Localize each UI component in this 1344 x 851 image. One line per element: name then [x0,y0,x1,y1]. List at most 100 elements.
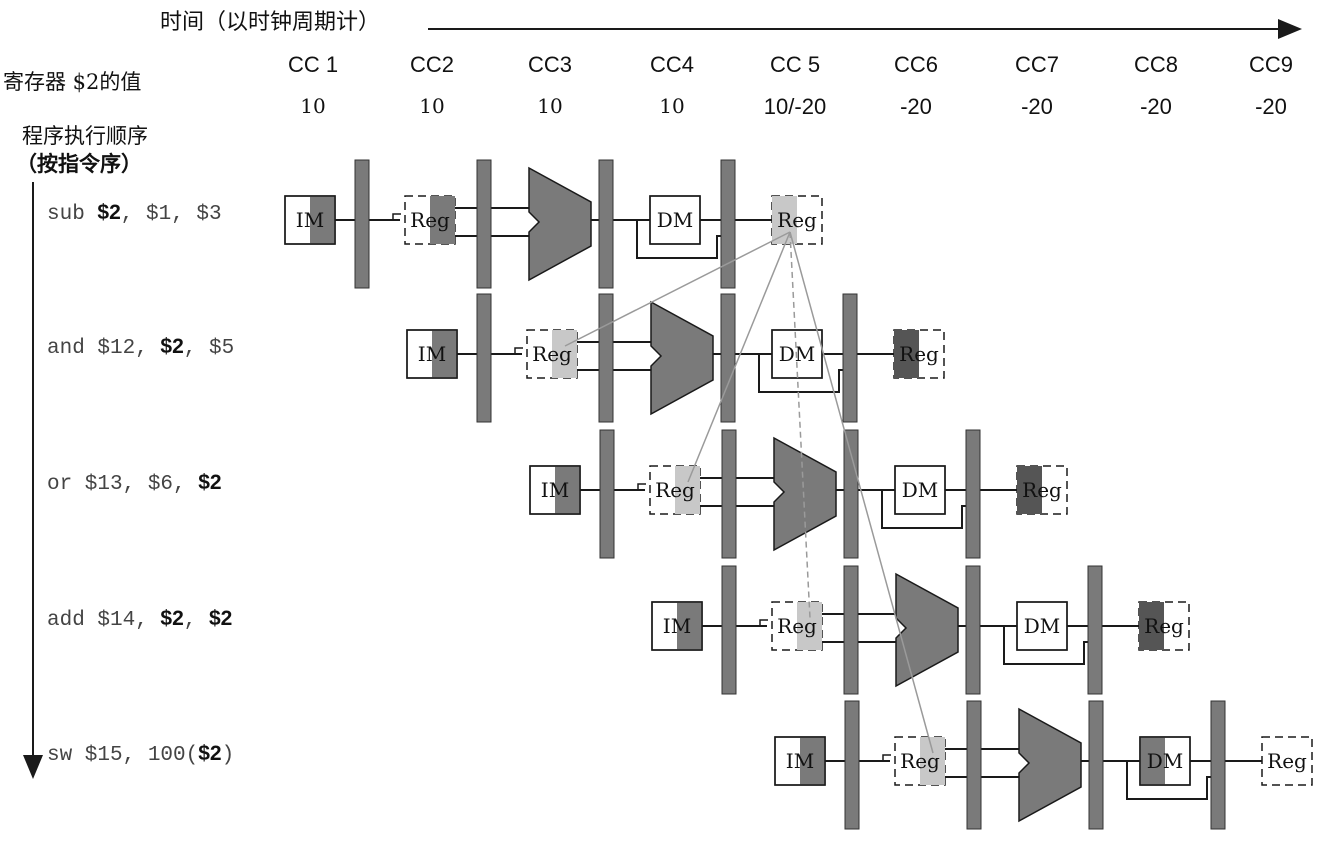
reg-write-label: Reg [1267,749,1307,773]
register-value: 10 [419,94,445,118]
instruction: sw $15, 100($2) [47,742,234,767]
register-value: 10/-20 [763,94,827,119]
pipeline-register-bar [354,159,370,289]
pipeline-register-bar [476,159,492,289]
wire [759,619,768,626]
reg-write-label: Reg [1022,478,1062,502]
reg-write-shade [1139,602,1164,650]
pipeline-row: IM Reg DM Reg [284,159,823,289]
instruction-text: sw $15, 100( [47,744,199,767]
instruction-text: or $13, $6, [47,473,199,496]
pipeline-register-bar [966,700,982,830]
clock-cycle-label: CC9 [1248,52,1293,77]
program-order-label: 程序执行顺序 [22,124,148,148]
reg-write-shade [894,330,919,378]
wire [392,213,401,220]
dependency-line [789,231,934,754]
forwarding-lines [564,231,934,754]
clock-cycle-label: CC6 [893,52,938,77]
pipelines: IMRegDMRegIMRegDMRegIMRegDMRegIMRegDMReg… [284,159,1313,830]
dm-label: DM [902,478,939,502]
reg-read-shade [675,466,700,514]
im-label: IM [541,478,569,502]
clock-cycle-label: CC 1 [287,52,339,77]
pipeline-register-bar [598,159,614,289]
reg-read-label: Reg [410,208,450,232]
pipeline-register-bar [844,700,860,830]
register-value: 10 [300,94,326,118]
reg-read-label: Reg [777,614,817,638]
reg-write-shade [772,196,797,244]
pipeline-register-bar [1087,565,1103,695]
alu-shape [650,300,714,416]
dm-box [1016,601,1068,651]
hazard-register: $2 [209,607,233,630]
dependency-line [564,231,791,347]
im-shade [555,466,580,514]
pipeline-register-bar [721,429,737,559]
dm-label: DM [1147,749,1184,773]
clock-cycle-label: CC8 [1133,52,1178,77]
im-label: IM [296,208,324,232]
pipeline-register-bar [599,429,615,559]
reg-read-shade [797,602,822,650]
clock-cycle-label: CC3 [527,52,572,77]
instruction-text: and $12, [47,337,161,360]
im-shade [677,602,702,650]
im-label: IM [786,749,814,773]
im-label: IM [663,614,691,638]
dependency-line [687,231,791,483]
register-value: -20 [1140,94,1172,119]
instruction: or $13, $6, $2 [47,471,222,496]
hazard-register: $2 [198,471,222,494]
im-shade [310,196,335,244]
dm-shade [1140,737,1165,785]
wire [882,754,891,761]
instruction-text: , $5 [183,337,235,360]
pipeline-register-bar [720,159,736,289]
wire [514,347,523,354]
dm-label: DM [657,208,694,232]
reg-read-shade [552,330,577,378]
dependency-line [789,231,811,619]
clock-cycle-label: CC 5 [769,52,821,77]
clock-cycle-label: CC4 [649,52,694,77]
hazard-register: $2 [198,742,222,765]
im-label: IM [418,342,446,366]
register-value: 10 [537,94,563,118]
instruction-text: add $14, [47,609,161,632]
reg-write-label: Reg [899,342,939,366]
program-order-sub-label: （按指令序） [16,151,142,176]
im-shade [432,330,457,378]
im-shade [800,737,825,785]
wire [637,483,646,490]
instruction-text: ) [221,744,235,767]
reg-write-box [1261,736,1313,786]
instruction: sub $2, $1, $3 [47,201,222,226]
reg-read-shade [430,196,455,244]
register-value: -20 [1021,94,1053,119]
reg-write-label: Reg [777,208,817,232]
instruction: and $12, $2, $5 [47,335,234,360]
clock-cycle-label: CC2 [409,52,454,77]
reg-write-label: Reg [1144,614,1184,638]
hazard-register: $2 [97,201,121,224]
alu-shape [528,166,592,282]
time-axis-label: 时间（以时钟周期计） [160,10,381,35]
pipeline-register-bar [842,293,858,423]
instruction-text: sub [47,203,98,226]
pipeline-register-bar [843,429,859,559]
pipeline-register-bar [476,293,492,423]
pipeline-register-bar [1210,700,1226,830]
pipeline-register-bar [720,293,736,423]
pipeline-register-bar [721,565,737,695]
hazard-register: $2 [160,335,184,358]
instruction: add $14, $2, $2 [47,607,232,632]
alu-shape [895,572,959,688]
alu-shape [1018,707,1082,823]
pipeline-register-bar [843,565,859,695]
